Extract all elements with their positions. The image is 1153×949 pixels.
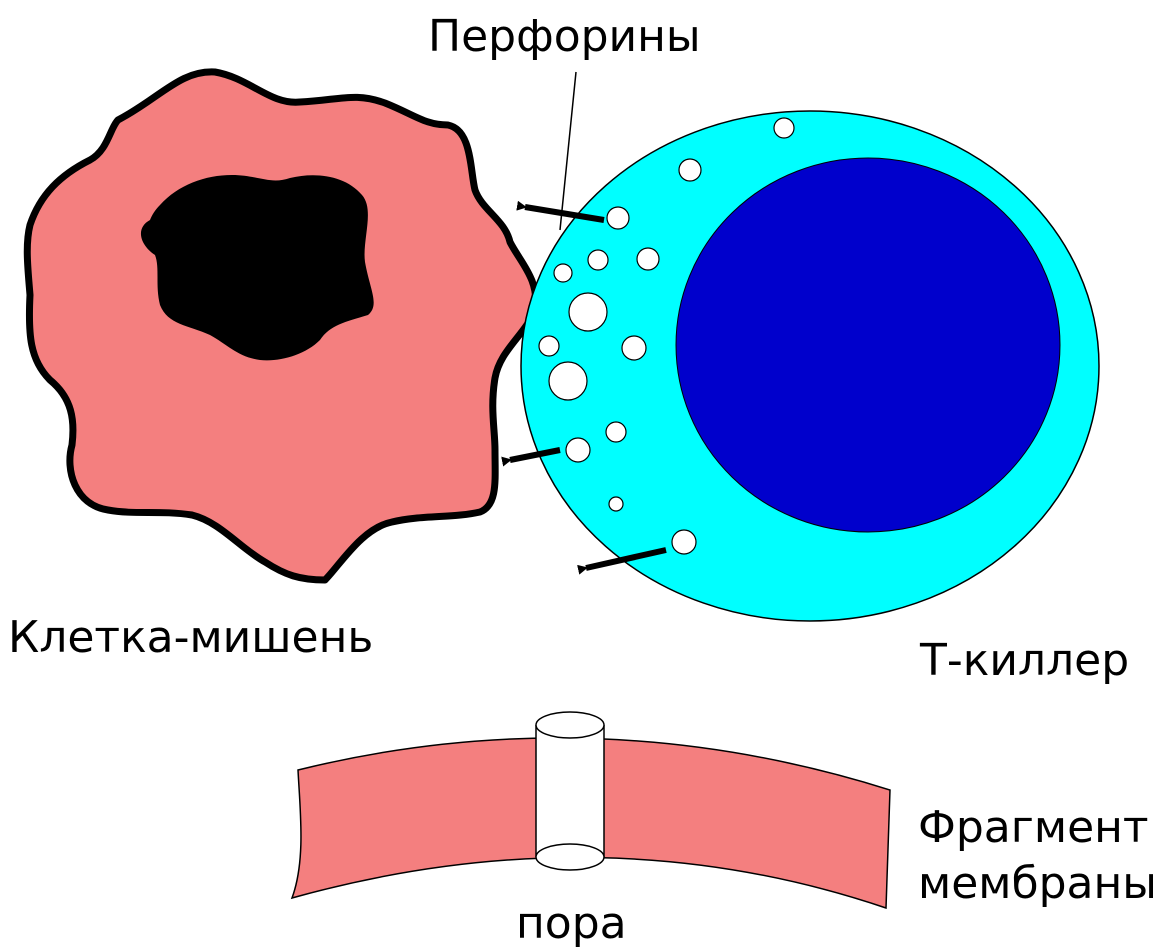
pore-cylinder (536, 712, 604, 870)
membrane-fragment-label-line2: мембраны (918, 858, 1153, 909)
granule (622, 336, 646, 360)
granule (637, 248, 659, 270)
granule (606, 422, 626, 442)
target-cell-label: Клетка-мишень (8, 612, 373, 663)
granule (566, 438, 590, 462)
granule (588, 250, 608, 270)
granule (679, 159, 701, 181)
granule (607, 207, 629, 229)
granule (774, 118, 794, 138)
perforins-leader-line (560, 72, 576, 230)
granule (539, 336, 559, 356)
granule (549, 362, 587, 400)
t-killer-nucleus (676, 158, 1060, 532)
granule (569, 293, 607, 331)
pore-label: пора (516, 898, 627, 949)
perforins-label: Перфорины (428, 11, 701, 62)
granule (609, 497, 623, 511)
granule (672, 530, 696, 554)
t-killer-label: Т-киллер (919, 635, 1129, 686)
membrane-fragment-label-line1: Фрагмент (918, 802, 1149, 853)
granule (554, 264, 572, 282)
